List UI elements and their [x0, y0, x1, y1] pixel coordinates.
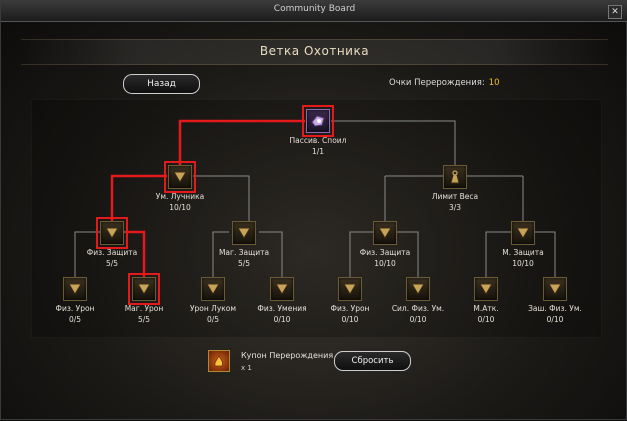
node-label: М. Защита — [502, 248, 544, 257]
tree-node[interactable]: Ум. Лучника 10/10 — [135, 161, 225, 212]
tree-node[interactable]: Физ. Урон 0/10 — [305, 277, 395, 324]
reset-button[interactable]: Сбросить — [334, 351, 411, 371]
skill-icon — [232, 221, 256, 245]
tree-node[interactable]: М. Защита 10/10 — [478, 221, 568, 268]
title-bar[interactable]: Community Board — [1, 1, 627, 22]
rebirth-points: Очки Перерождения:10 — [389, 78, 500, 88]
weight-icon — [443, 165, 467, 189]
node-level: 0/10 — [477, 315, 495, 324]
node-label: Маг. Урон — [124, 304, 164, 313]
skill-icon — [164, 161, 196, 193]
coupon-name: Купон Перерождения — [241, 351, 334, 360]
spoil-icon — [302, 105, 334, 137]
node-level: 5/5 — [105, 259, 119, 268]
tree-node[interactable]: Заш. Физ. Ум. 0/10 — [510, 277, 600, 324]
node-level: 0/10 — [341, 315, 359, 324]
node-level: 0/5 — [68, 315, 82, 324]
skill-icon — [270, 277, 294, 301]
node-level: 1/1 — [311, 147, 325, 156]
tree-node[interactable]: Физ. Защита 10/10 — [340, 221, 430, 268]
skill-icon — [474, 277, 498, 301]
back-button[interactable]: Назад — [123, 74, 200, 94]
rebirth-points-label: Очки Перерождения: — [389, 78, 485, 88]
node-label: Ум. Лучника — [155, 192, 205, 201]
tree-node[interactable]: Урон Луком 0/5 — [168, 277, 258, 324]
skill-icon — [373, 221, 397, 245]
node-label: Сил. Физ. Ум. — [391, 304, 445, 313]
node-level: 10/10 — [374, 259, 396, 268]
node-label: Физ. Защита — [86, 248, 138, 257]
skill-icon — [511, 221, 535, 245]
skill-icon — [543, 277, 567, 301]
tree-node[interactable]: Физ. Защита 5/5 — [67, 217, 157, 268]
node-level: 5/5 — [237, 259, 251, 268]
node-label: Физ. Защита — [359, 248, 411, 257]
tree-node[interactable]: Физ. Умения 0/10 — [237, 277, 327, 324]
tree-node[interactable]: Лимит Веса 3/3 — [410, 165, 500, 212]
tree-node[interactable]: Маг. Защита 5/5 — [199, 221, 289, 268]
tree-node[interactable]: Сил. Физ. Ум. 0/10 — [373, 277, 463, 324]
tree-node[interactable]: Физ. Урон 0/5 — [30, 277, 120, 324]
node-label: Урон Луком — [189, 304, 237, 313]
coupon-count: x 1 — [241, 364, 252, 372]
skill-tree-panel — [31, 99, 602, 338]
skill-icon — [63, 277, 87, 301]
node-level: 0/5 — [206, 315, 220, 324]
node-level: 0/10 — [273, 315, 291, 324]
node-level: 0/10 — [546, 315, 564, 324]
close-button[interactable] — [608, 5, 622, 19]
node-level: 0/10 — [409, 315, 427, 324]
node-label: Лимит Веса — [431, 192, 479, 201]
skill-icon — [338, 277, 362, 301]
skill-icon — [406, 277, 430, 301]
node-level: 10/10 — [512, 259, 534, 268]
header-band — [21, 39, 608, 65]
coupon-icon — [208, 350, 230, 372]
node-level: 5/5 — [137, 315, 151, 324]
page-title: Ветка Охотника — [259, 44, 370, 58]
node-label: Физ. Урон — [55, 304, 95, 313]
window-title: Community Board — [273, 4, 356, 14]
node-level: 10/10 — [169, 203, 191, 212]
tree-node[interactable]: Маг. Урон 5/5 — [99, 273, 189, 324]
node-label: М.Атк. — [473, 304, 499, 313]
skill-icon — [128, 273, 160, 305]
node-level: 3/3 — [448, 203, 462, 212]
skill-icon — [201, 277, 225, 301]
node-label: Заш. Физ. Ум. — [528, 304, 582, 313]
rebirth-points-value: 10 — [488, 78, 500, 88]
node-label: Физ. Урон — [330, 304, 370, 313]
node-label: Маг. Защита — [218, 248, 270, 257]
node-label: Физ. Умения — [257, 304, 307, 313]
node-label: Пассив. Споил — [289, 136, 347, 145]
skill-icon — [96, 217, 128, 249]
tree-node[interactable]: Пассив. Споил 1/1 — [273, 105, 363, 156]
tree-node[interactable]: М.Атк. 0/10 — [441, 277, 531, 324]
